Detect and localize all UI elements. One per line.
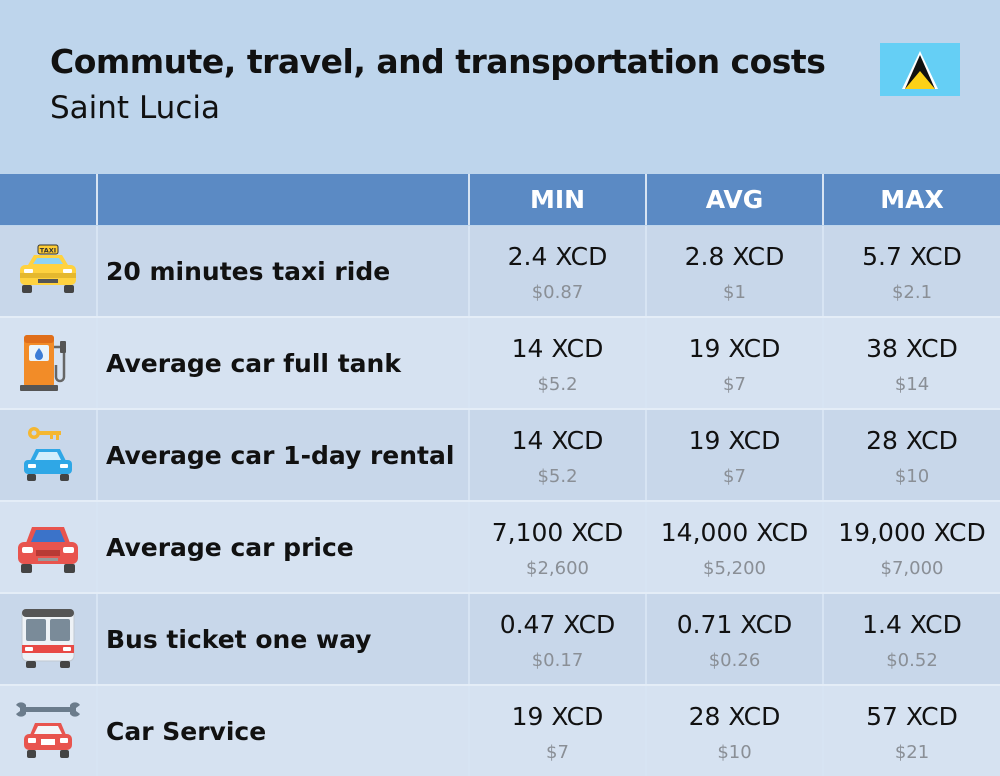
row-icon-cell: [0, 594, 98, 684]
min-value: 0.47 XCD: [499, 610, 616, 639]
max-cell: 28 XCD $10: [824, 410, 1000, 500]
table-row: Average car price 7,100 XCD $2,600 14,00…: [0, 502, 1000, 592]
page-subtitle: Saint Lucia: [50, 90, 220, 126]
row-divider: [0, 500, 1000, 502]
avg-value: 14,000 XCD: [660, 518, 809, 547]
row-divider: [0, 684, 1000, 686]
min-usd: $2,600: [526, 558, 589, 579]
avg-value: 0.71 XCD: [676, 610, 793, 639]
avg-cell: 28 XCD $10: [647, 686, 824, 776]
svg-text:TAXI: TAXI: [40, 247, 56, 255]
table-row: Average car full tank 14 XCD $5.2 19 XCD…: [0, 318, 1000, 408]
avg-usd: $1: [723, 282, 746, 303]
page-title: Commute, travel, and transportation cost…: [50, 42, 826, 81]
min-cell: 2.4 XCD $0.87: [470, 226, 647, 316]
header-max: MAX: [824, 174, 1000, 225]
table-row: TAXI 20 minutes taxi ride 2.4 XCD $0.87 …: [0, 226, 1000, 316]
min-value: 14 XCD: [511, 334, 604, 363]
row-divider: [0, 316, 1000, 318]
header-icon-cell: [0, 174, 98, 225]
max-cell: 57 XCD $21: [824, 686, 1000, 776]
min-value: 2.4 XCD: [507, 242, 608, 271]
min-usd: $7: [546, 742, 569, 763]
avg-value: 19 XCD: [688, 334, 781, 363]
table-row: Car Service 19 XCD $7 28 XCD $10 57 XCD …: [0, 686, 1000, 776]
header-avg: AVG: [647, 174, 824, 225]
avg-usd: $10: [717, 742, 752, 763]
avg-cell: 19 XCD $7: [647, 318, 824, 408]
min-cell: 14 XCD $5.2: [470, 410, 647, 500]
row-divider: [0, 408, 1000, 410]
page-header: Commute, travel, and transportation cost…: [0, 0, 1000, 172]
header-label-cell: [98, 174, 470, 225]
row-label: Average car full tank: [98, 318, 470, 408]
row-label: Bus ticket one way: [98, 594, 470, 684]
row-icon-cell: [0, 686, 98, 776]
avg-usd: $7: [723, 466, 746, 487]
row-icon-cell: [0, 318, 98, 408]
max-usd: $7,000: [880, 558, 944, 579]
fuel-pump-icon: [20, 335, 66, 391]
max-value: 28 XCD: [866, 426, 958, 455]
table-header-row: MIN AVG MAX: [0, 174, 1000, 225]
max-cell: 1.4 XCD $0.52: [824, 594, 1000, 684]
max-usd: $10: [894, 466, 930, 487]
car-key-icon: [24, 427, 72, 481]
avg-value: 2.8 XCD: [684, 242, 785, 271]
taxi-icon: TAXI: [20, 244, 76, 293]
min-value: 19 XCD: [511, 702, 604, 731]
min-cell: 14 XCD $5.2: [470, 318, 647, 408]
avg-cell: 19 XCD $7: [647, 410, 824, 500]
max-cell: 19,000 XCD $7,000: [824, 502, 1000, 592]
cost-table: MIN AVG MAX TAXI 20 minutes taxi ride 2.…: [0, 174, 1000, 776]
avg-cell: 0.71 XCD $0.26: [647, 594, 824, 684]
avg-usd: $5,200: [703, 558, 766, 579]
avg-cell: 14,000 XCD $5,200: [647, 502, 824, 592]
max-value: 57 XCD: [866, 702, 958, 731]
row-divider: [0, 592, 1000, 594]
max-usd: $0.52: [886, 650, 938, 671]
max-value: 38 XCD: [866, 334, 958, 363]
row-icon-cell: TAXI: [0, 226, 98, 316]
row-icon-cell: [0, 502, 98, 592]
avg-usd: $7: [723, 374, 746, 395]
avg-usd: $0.26: [708, 650, 761, 671]
table-row: Bus ticket one way 0.47 XCD $0.17 0.71 X…: [0, 594, 1000, 684]
min-cell: 7,100 XCD $2,600: [470, 502, 647, 592]
min-usd: $5.2: [537, 466, 578, 487]
row-label: Average car 1-day rental: [98, 410, 470, 500]
row-label: Average car price: [98, 502, 470, 592]
row-label: 20 minutes taxi ride: [98, 226, 470, 316]
bus-icon: [21, 609, 75, 668]
car-service-icon: [16, 702, 80, 758]
min-value: 14 XCD: [511, 426, 604, 455]
max-cell: 38 XCD $14: [824, 318, 1000, 408]
min-usd: $0.87: [531, 282, 584, 303]
avg-cell: 2.8 XCD $1: [647, 226, 824, 316]
max-usd: $14: [894, 374, 930, 395]
car-icon: [18, 527, 78, 573]
max-usd: $2.1: [891, 282, 933, 303]
avg-value: 19 XCD: [688, 426, 781, 455]
max-value: 19,000 XCD: [838, 518, 986, 547]
max-cell: 5.7 XCD $2.1: [824, 226, 1000, 316]
header-min: MIN: [470, 174, 647, 225]
max-usd: $21: [894, 742, 930, 763]
saint-lucia-flag-icon: [880, 43, 960, 96]
min-value: 7,100 XCD: [491, 518, 624, 547]
max-value: 1.4 XCD: [862, 610, 962, 639]
min-cell: 0.47 XCD $0.17: [470, 594, 647, 684]
row-label: Car Service: [98, 686, 470, 776]
row-icon-cell: [0, 410, 98, 500]
avg-value: 28 XCD: [688, 702, 781, 731]
min-cell: 19 XCD $7: [470, 686, 647, 776]
table-row: Average car 1-day rental 14 XCD $5.2 19 …: [0, 410, 1000, 500]
min-usd: $5.2: [537, 374, 578, 395]
max-value: 5.7 XCD: [862, 242, 962, 271]
min-usd: $0.17: [531, 650, 584, 671]
